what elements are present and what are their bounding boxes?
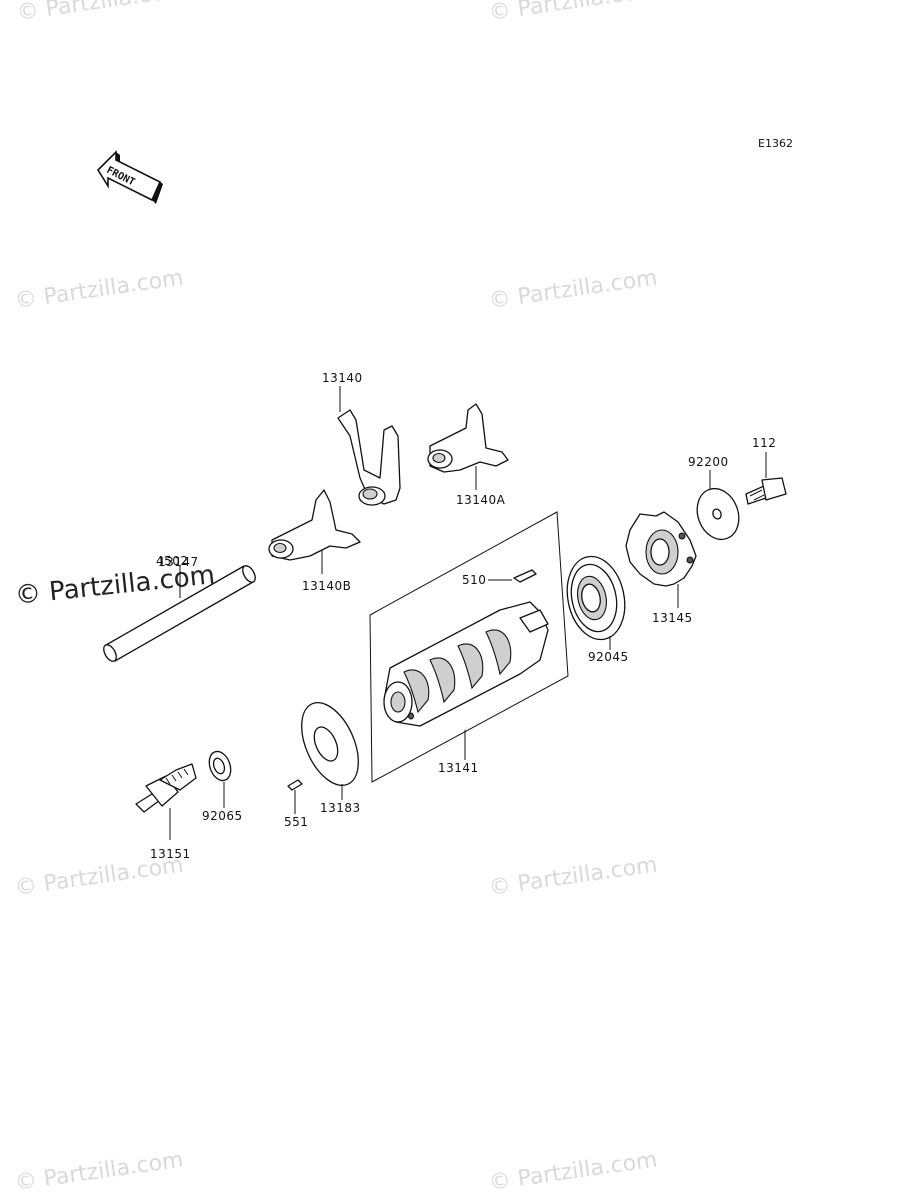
pin-551	[287, 779, 303, 814]
shift-shaft	[103, 565, 256, 662]
part-label-13183: 13183	[320, 801, 361, 815]
shift-fork-13140	[337, 386, 401, 506]
part-label-13147: 13147	[158, 555, 199, 569]
front-arrow-icon: FRONT	[96, 150, 163, 204]
washer-92065	[208, 750, 232, 808]
diagram-code: E1362	[758, 137, 793, 150]
watermark: © Partzilla.com	[13, 266, 185, 314]
part-label-13140: 13140	[322, 371, 363, 385]
part-label-112: 112	[752, 436, 776, 450]
part-label-13141: 13141	[438, 761, 479, 775]
part-label-13145: 13145	[652, 611, 693, 625]
part-label-13140b: 13140B	[302, 579, 351, 593]
part-label-551: 551	[284, 815, 308, 829]
washer-92200	[696, 470, 740, 541]
shift-fork-13140a	[427, 403, 509, 490]
part-label-13151: 13151	[150, 847, 191, 861]
part-label-4502: 4502	[156, 554, 189, 568]
bolt-112	[745, 452, 787, 505]
part-label-92200: 92200	[688, 455, 729, 469]
watermark: © Partzilla.com	[13, 1148, 185, 1196]
bearing-92045	[566, 555, 626, 650]
watermark: © Partzilla.com	[487, 266, 659, 314]
part-label-13140a: 13140A	[456, 493, 506, 507]
plate-13183	[301, 701, 359, 800]
part-label-92045: 92045	[588, 650, 629, 664]
watermark: © Partzilla.com	[487, 853, 659, 901]
shift-cam-13145	[625, 511, 697, 608]
shift-drum-assembly-outline	[369, 511, 569, 783]
pin-510	[488, 569, 537, 583]
part-label-510: 510	[462, 573, 486, 587]
part-label-92065: 92065	[202, 809, 243, 823]
shift-fork-13140b	[268, 489, 361, 574]
neutral-switch-13151	[135, 763, 197, 840]
shift-drum-13141	[383, 601, 549, 760]
watermark: © Partzilla.com	[487, 1148, 659, 1196]
watermark: © Partzilla.com	[15, 0, 187, 26]
watermark: © Partzilla.com	[487, 0, 659, 26]
